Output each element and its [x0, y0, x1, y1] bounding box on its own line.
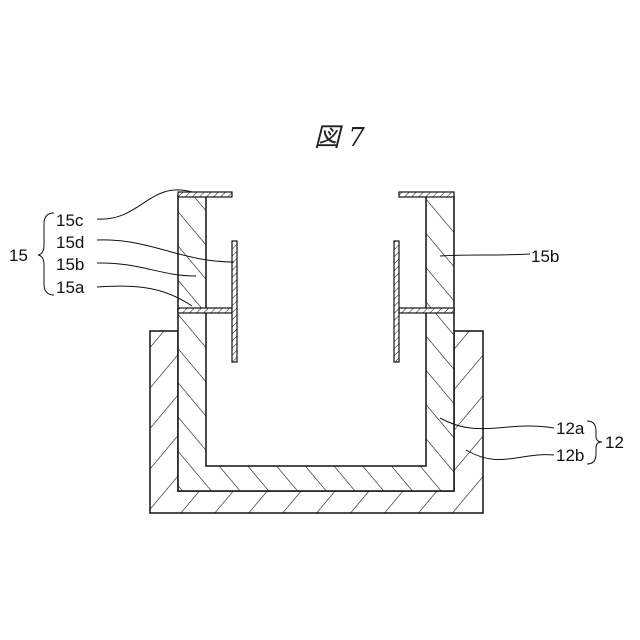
label-15d: 15d	[56, 233, 84, 252]
label-15c: 15c	[56, 211, 84, 230]
label-15b-left: 15b	[56, 255, 84, 274]
right-upper-wall-15b	[426, 196, 454, 309]
label-12b: 12b	[556, 446, 584, 465]
label-15a: 15a	[56, 278, 85, 297]
left-plate-15a	[178, 308, 232, 313]
brace-12	[587, 421, 602, 464]
right-plate	[399, 308, 454, 313]
left-vertical-plate-15d	[232, 241, 237, 362]
right-top-flange	[399, 192, 454, 197]
right-vertical-plate	[394, 241, 399, 362]
label-12-group: 12	[605, 433, 624, 452]
left-upper-wall-15b	[178, 196, 206, 309]
brace-15	[38, 213, 54, 295]
label-12a: 12a	[556, 419, 585, 438]
left-top-flange-15c	[178, 192, 232, 197]
inner-layer-12a	[178, 309, 454, 491]
label-15b-right: 15b	[531, 247, 559, 266]
label-15-group: 15	[9, 246, 28, 265]
leader-15d	[97, 240, 234, 262]
figure-title: 図 7	[314, 123, 365, 153]
